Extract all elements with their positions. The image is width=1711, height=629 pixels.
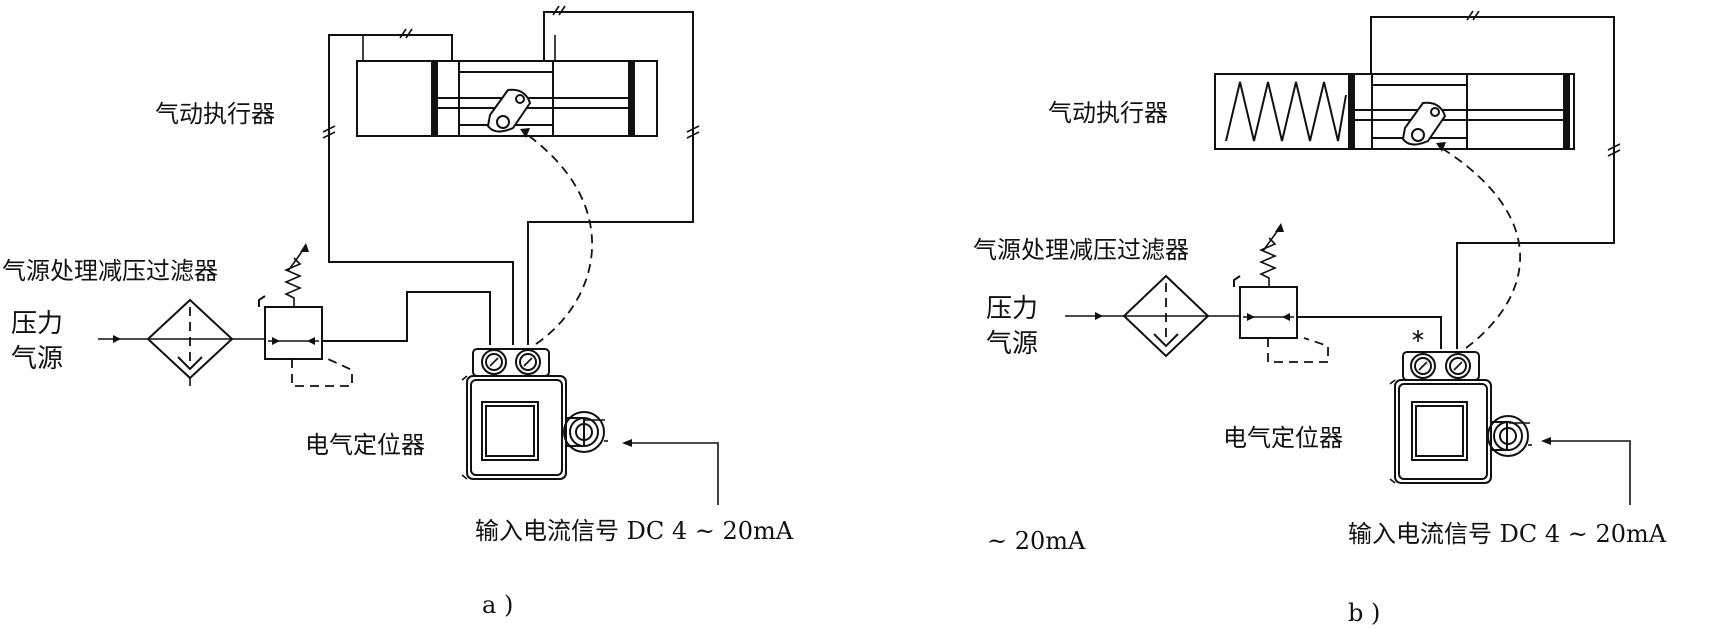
actuator-label-b: 气动执行器: [1048, 99, 1168, 127]
positioner-b: [1389, 330, 1532, 484]
signal-line-a: [625, 442, 719, 505]
filter-label-a: 气源处理减压过滤器: [2, 257, 218, 285]
source-label-a-line1: 压力: [11, 309, 64, 339]
source-label-b-line1: 压力: [986, 294, 1039, 324]
air-line-a: [98, 243, 491, 387]
signal-label-a: 输入电流信号 DC 4 ~ 20mA: [475, 517, 794, 545]
source-label-a-line2: 气源: [11, 344, 64, 374]
actuator-a: [356, 60, 658, 137]
filter-label-b: 气源处理减压过滤器: [973, 236, 1189, 264]
actuator-b: [1214, 73, 1575, 150]
caption-b: b ): [1348, 599, 1381, 627]
air-line-b: [1065, 223, 1442, 363]
signal-label-b: 输入电流信号 DC 4 ~ 20mA: [1348, 520, 1667, 548]
caption-a: a ): [482, 591, 514, 619]
source-label-b-line2: 气源: [986, 329, 1039, 359]
panel-b: [1065, 10, 1631, 505]
positioner-a: [461, 348, 608, 480]
positioner-label-a: 电气定位器: [305, 431, 425, 459]
tubing-b: [1370, 10, 1621, 349]
tubing-a: [322, 5, 700, 345]
panel-a: [98, 5, 719, 505]
feedback-line-b: [1439, 146, 1522, 349]
signal-line-b: [1544, 440, 1631, 505]
actuator-label-a: 气动执行器: [155, 100, 275, 128]
positioner-label-b: 电气定位器: [1223, 424, 1343, 452]
feedback-line-a: [524, 132, 593, 345]
stray-label-b: ~ 20mA: [987, 527, 1086, 555]
